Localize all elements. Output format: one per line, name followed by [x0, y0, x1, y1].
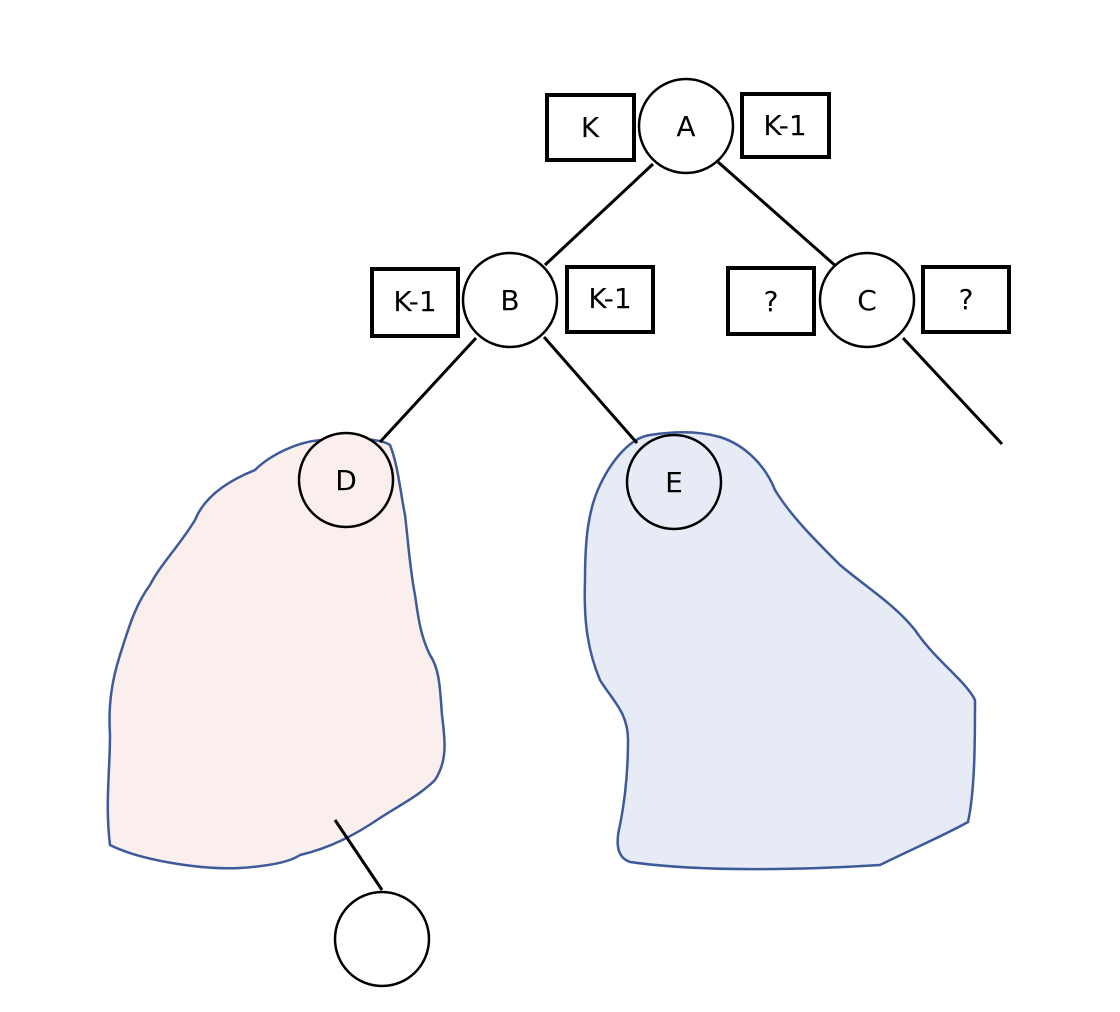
edge-d-subtree-bottom: [333, 819, 384, 891]
box-c-right: ?: [921, 265, 1011, 334]
node-e-label: E: [665, 466, 683, 499]
edge-a-b: [543, 162, 655, 267]
box-c-left-label: ?: [764, 285, 779, 318]
box-a-right: K-1: [740, 92, 831, 159]
node-c: C: [818, 251, 916, 349]
node-b-circle: [461, 251, 559, 349]
box-b-right: K-1: [565, 265, 655, 334]
node-bottom-circle: [333, 890, 431, 988]
node-bottom: [333, 890, 431, 988]
node-d: D: [297, 431, 395, 529]
node-a-label: A: [676, 110, 695, 143]
edge-b-e: [542, 336, 639, 444]
node-a: A: [637, 77, 735, 175]
edge-a-c: [717, 160, 839, 270]
node-c-label: C: [857, 284, 877, 317]
box-b-right-label: K-1: [588, 282, 631, 315]
node-e-circle: [625, 433, 723, 531]
subtree-e-region: [583, 431, 977, 871]
node-b: B: [461, 251, 559, 349]
box-b-right-frame: [565, 265, 655, 334]
node-e: E: [625, 433, 723, 531]
box-c-right-label: ?: [959, 283, 974, 316]
node-d-label: D: [335, 464, 357, 497]
box-a-left: K: [545, 93, 636, 162]
edge-b-d: [378, 336, 478, 444]
box-a-left-frame: [545, 93, 636, 162]
box-c-left: ?: [726, 266, 816, 336]
node-b-label: B: [500, 284, 519, 317]
box-b-left-label: K-1: [393, 285, 436, 318]
box-a-right-label: K-1: [763, 109, 806, 142]
edge-c-child: [901, 336, 1004, 446]
box-c-left-frame: [726, 266, 816, 336]
box-a-right-frame: [740, 92, 831, 159]
box-b-left: K-1: [370, 267, 460, 338]
subtree-d-region: [106, 437, 446, 870]
box-c-right-frame: [921, 265, 1011, 334]
box-b-left-frame: [370, 267, 460, 338]
node-c-circle: [818, 251, 916, 349]
node-d-circle: [297, 431, 395, 529]
box-a-left-label: K: [581, 111, 600, 144]
node-a-circle: [637, 77, 735, 175]
